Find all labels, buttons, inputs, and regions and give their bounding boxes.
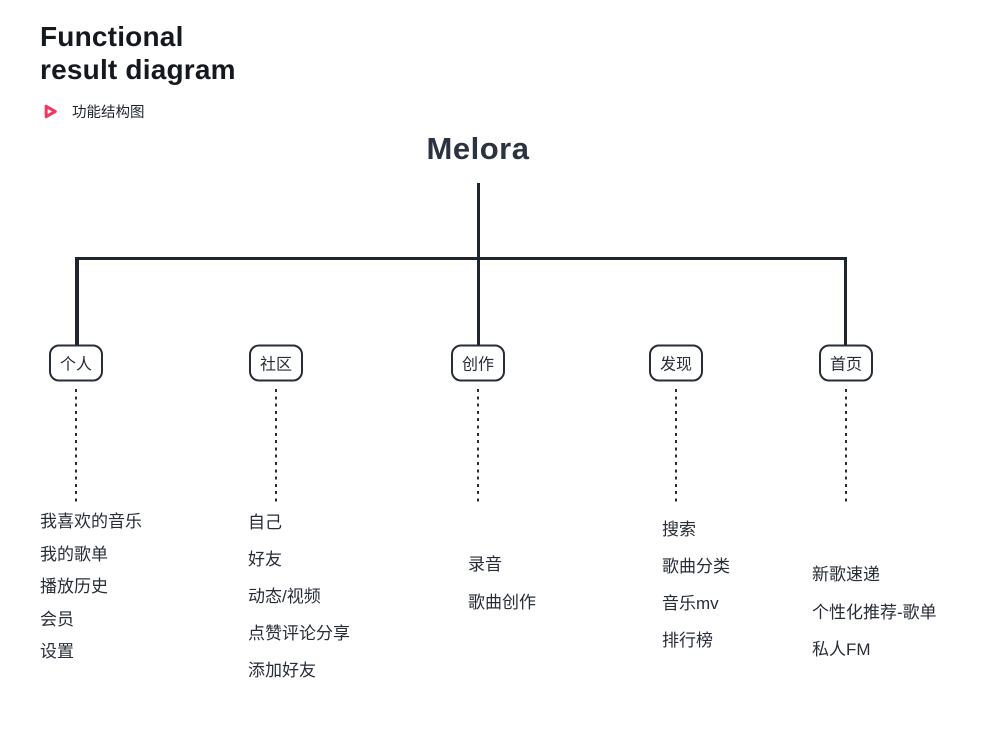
tree-node-community: 社区 — [248, 344, 304, 382]
feature-item: 歌曲创作 — [468, 593, 536, 612]
page-title: Functional result diagram — [40, 20, 236, 86]
dotted-connector-home — [845, 389, 847, 506]
tree-node-creation: 创作 — [450, 344, 506, 382]
feature-item: 点赞评论分享 — [248, 624, 350, 643]
feature-item: 会员 — [40, 609, 74, 629]
feature-list-creation: 录音 歌曲创作 — [468, 546, 536, 622]
feature-item: 我的歌单 — [40, 544, 108, 564]
feature-item: 自己 — [248, 513, 282, 532]
feature-item: 添加好友 — [248, 661, 316, 680]
feature-list-discover: 搜索 歌曲分类 音乐mv 排行榜 — [662, 511, 730, 659]
dotted-connector-community — [275, 389, 277, 506]
dotted-connector-creation — [477, 389, 479, 506]
feature-item: 录音 — [468, 555, 502, 574]
dotted-connector-personal — [75, 389, 77, 506]
feature-item: 好友 — [248, 550, 282, 569]
tree-node-home: 首页 — [818, 344, 874, 382]
subtitle-label: 功能结构图 — [72, 105, 145, 121]
feature-item: 动态/视频 — [248, 587, 321, 606]
play-outline-icon — [44, 104, 57, 119]
connector-trunk-line — [476, 183, 480, 347]
feature-item: 音乐mv — [662, 594, 719, 613]
feature-list-personal: 我喜欢的音乐 我的歌单 播放历史 会员 设置 — [40, 506, 142, 669]
feature-item: 歌曲分类 — [662, 557, 730, 576]
feature-list-home: 新歌速递 个性化推荐-歌单 私人FM — [812, 556, 937, 669]
tree-node-personal: 个人 — [48, 344, 104, 382]
page-title-line-1: Functional — [40, 21, 184, 52]
dotted-connector-discover — [675, 389, 677, 506]
tree-node-discover: 发现 — [648, 344, 704, 382]
connector-drop-line-right — [843, 256, 847, 347]
feature-item: 私人FM — [812, 640, 871, 659]
feature-item: 我喜欢的音乐 — [40, 512, 142, 531]
root-node-label: Melora — [426, 131, 530, 166]
connector-branch-line — [75, 256, 847, 260]
connector-drop-line-left — [75, 256, 79, 347]
feature-item: 播放历史 — [40, 577, 108, 596]
subtitle-row: 功能结构图 — [40, 101, 145, 122]
feature-item: 新歌速递 — [812, 565, 880, 584]
page-title-line-2: result diagram — [40, 54, 236, 85]
feature-item: 搜索 — [662, 520, 696, 539]
feature-item: 设置 — [40, 642, 74, 661]
feature-item: 个性化推荐-歌单 — [812, 602, 937, 622]
feature-list-community: 自己 好友 动态/视频 点赞评论分享 添加好友 — [248, 504, 350, 689]
feature-item: 排行榜 — [662, 631, 713, 650]
